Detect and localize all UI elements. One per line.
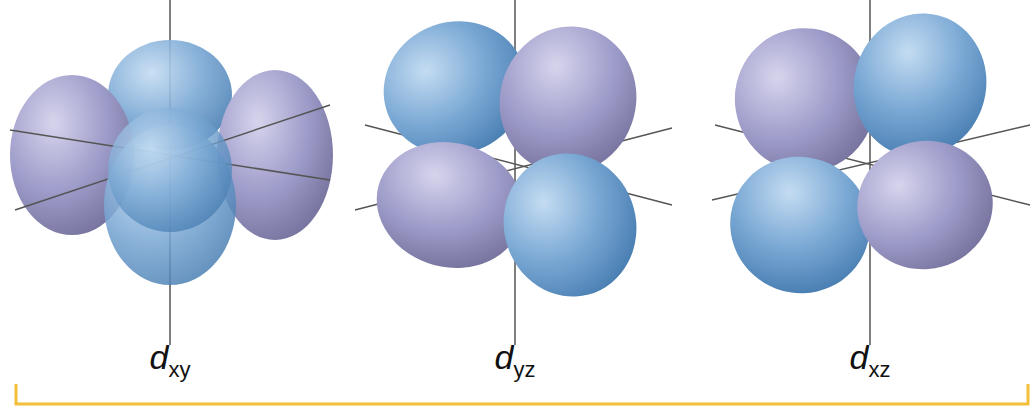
group-bracket [16,384,1028,404]
orbital-letter: d [150,338,169,376]
dxy-orbital [10,0,333,345]
orbital-label: dxz [850,340,891,374]
orbital-letter: d [495,338,514,376]
orbital-label: dyz [495,340,536,374]
dyz-orbital [355,0,672,345]
orbital-subscript: xy [168,357,190,382]
orbital-subscript: xz [868,357,890,382]
orbital-label: dxy [150,340,191,374]
orbital-letter: d [850,338,869,376]
orbital-subscript: yz [513,357,535,382]
dxz-orbital [711,0,1030,345]
